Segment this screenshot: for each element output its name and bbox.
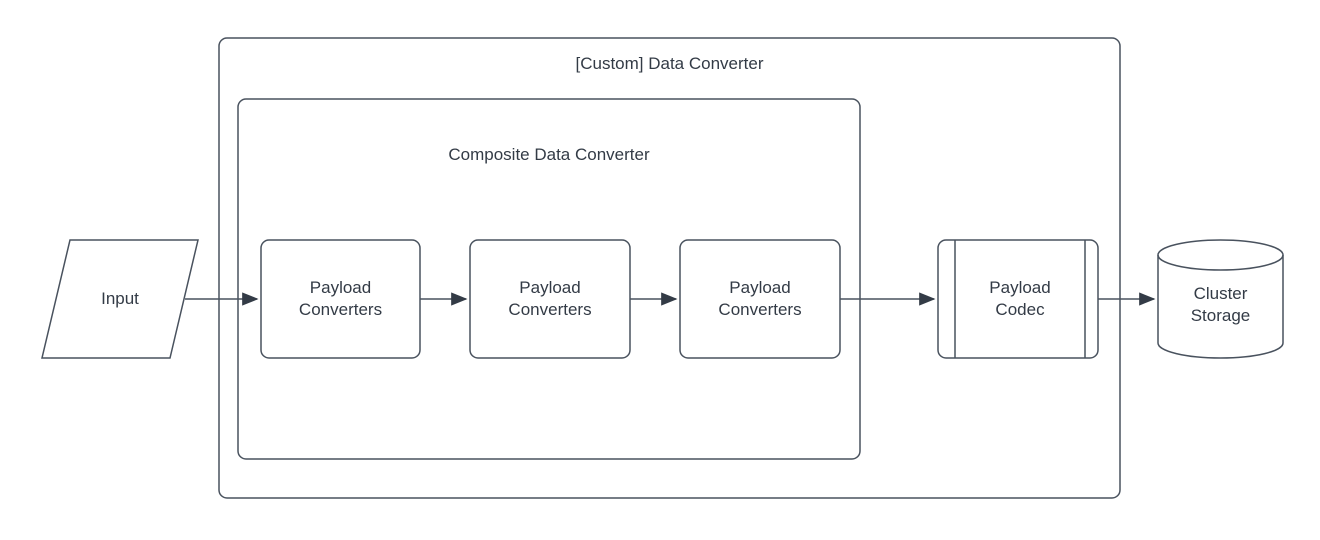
cluster-storage-label-text: Cluster Storage (1190, 283, 1251, 325)
payload-converters-3-label-text: Payload Converters (718, 277, 802, 319)
outer-container-box (218, 37, 1121, 499)
inner-container-box (237, 98, 861, 460)
cluster-storage-label: Cluster Storage (1158, 253, 1283, 357)
payload-converters-2-label: Payload Converters (470, 240, 630, 358)
cluster-storage-ellipse-bottom (1157, 254, 1284, 271)
payload-codec-label-text: Payload Codec (989, 277, 1051, 319)
input-node-label: Input (42, 240, 198, 358)
outer-container-title: [Custom] Data Converter (575, 54, 764, 73)
payload-converters-1-label: Payload Converters (261, 240, 420, 358)
payload-converters-3-label: Payload Converters (680, 240, 840, 358)
payload-codec-label: Payload Codec (955, 240, 1085, 358)
payload-converters-1-label-text: Payload Converters (298, 277, 383, 319)
payload-converters-2-label-text: Payload Converters (508, 277, 592, 319)
input-label-text: Input (101, 288, 139, 308)
cluster-storage-shape (1157, 239, 1284, 359)
input-shape (41, 239, 199, 359)
inner-container-title: Composite Data Converter (448, 145, 650, 164)
